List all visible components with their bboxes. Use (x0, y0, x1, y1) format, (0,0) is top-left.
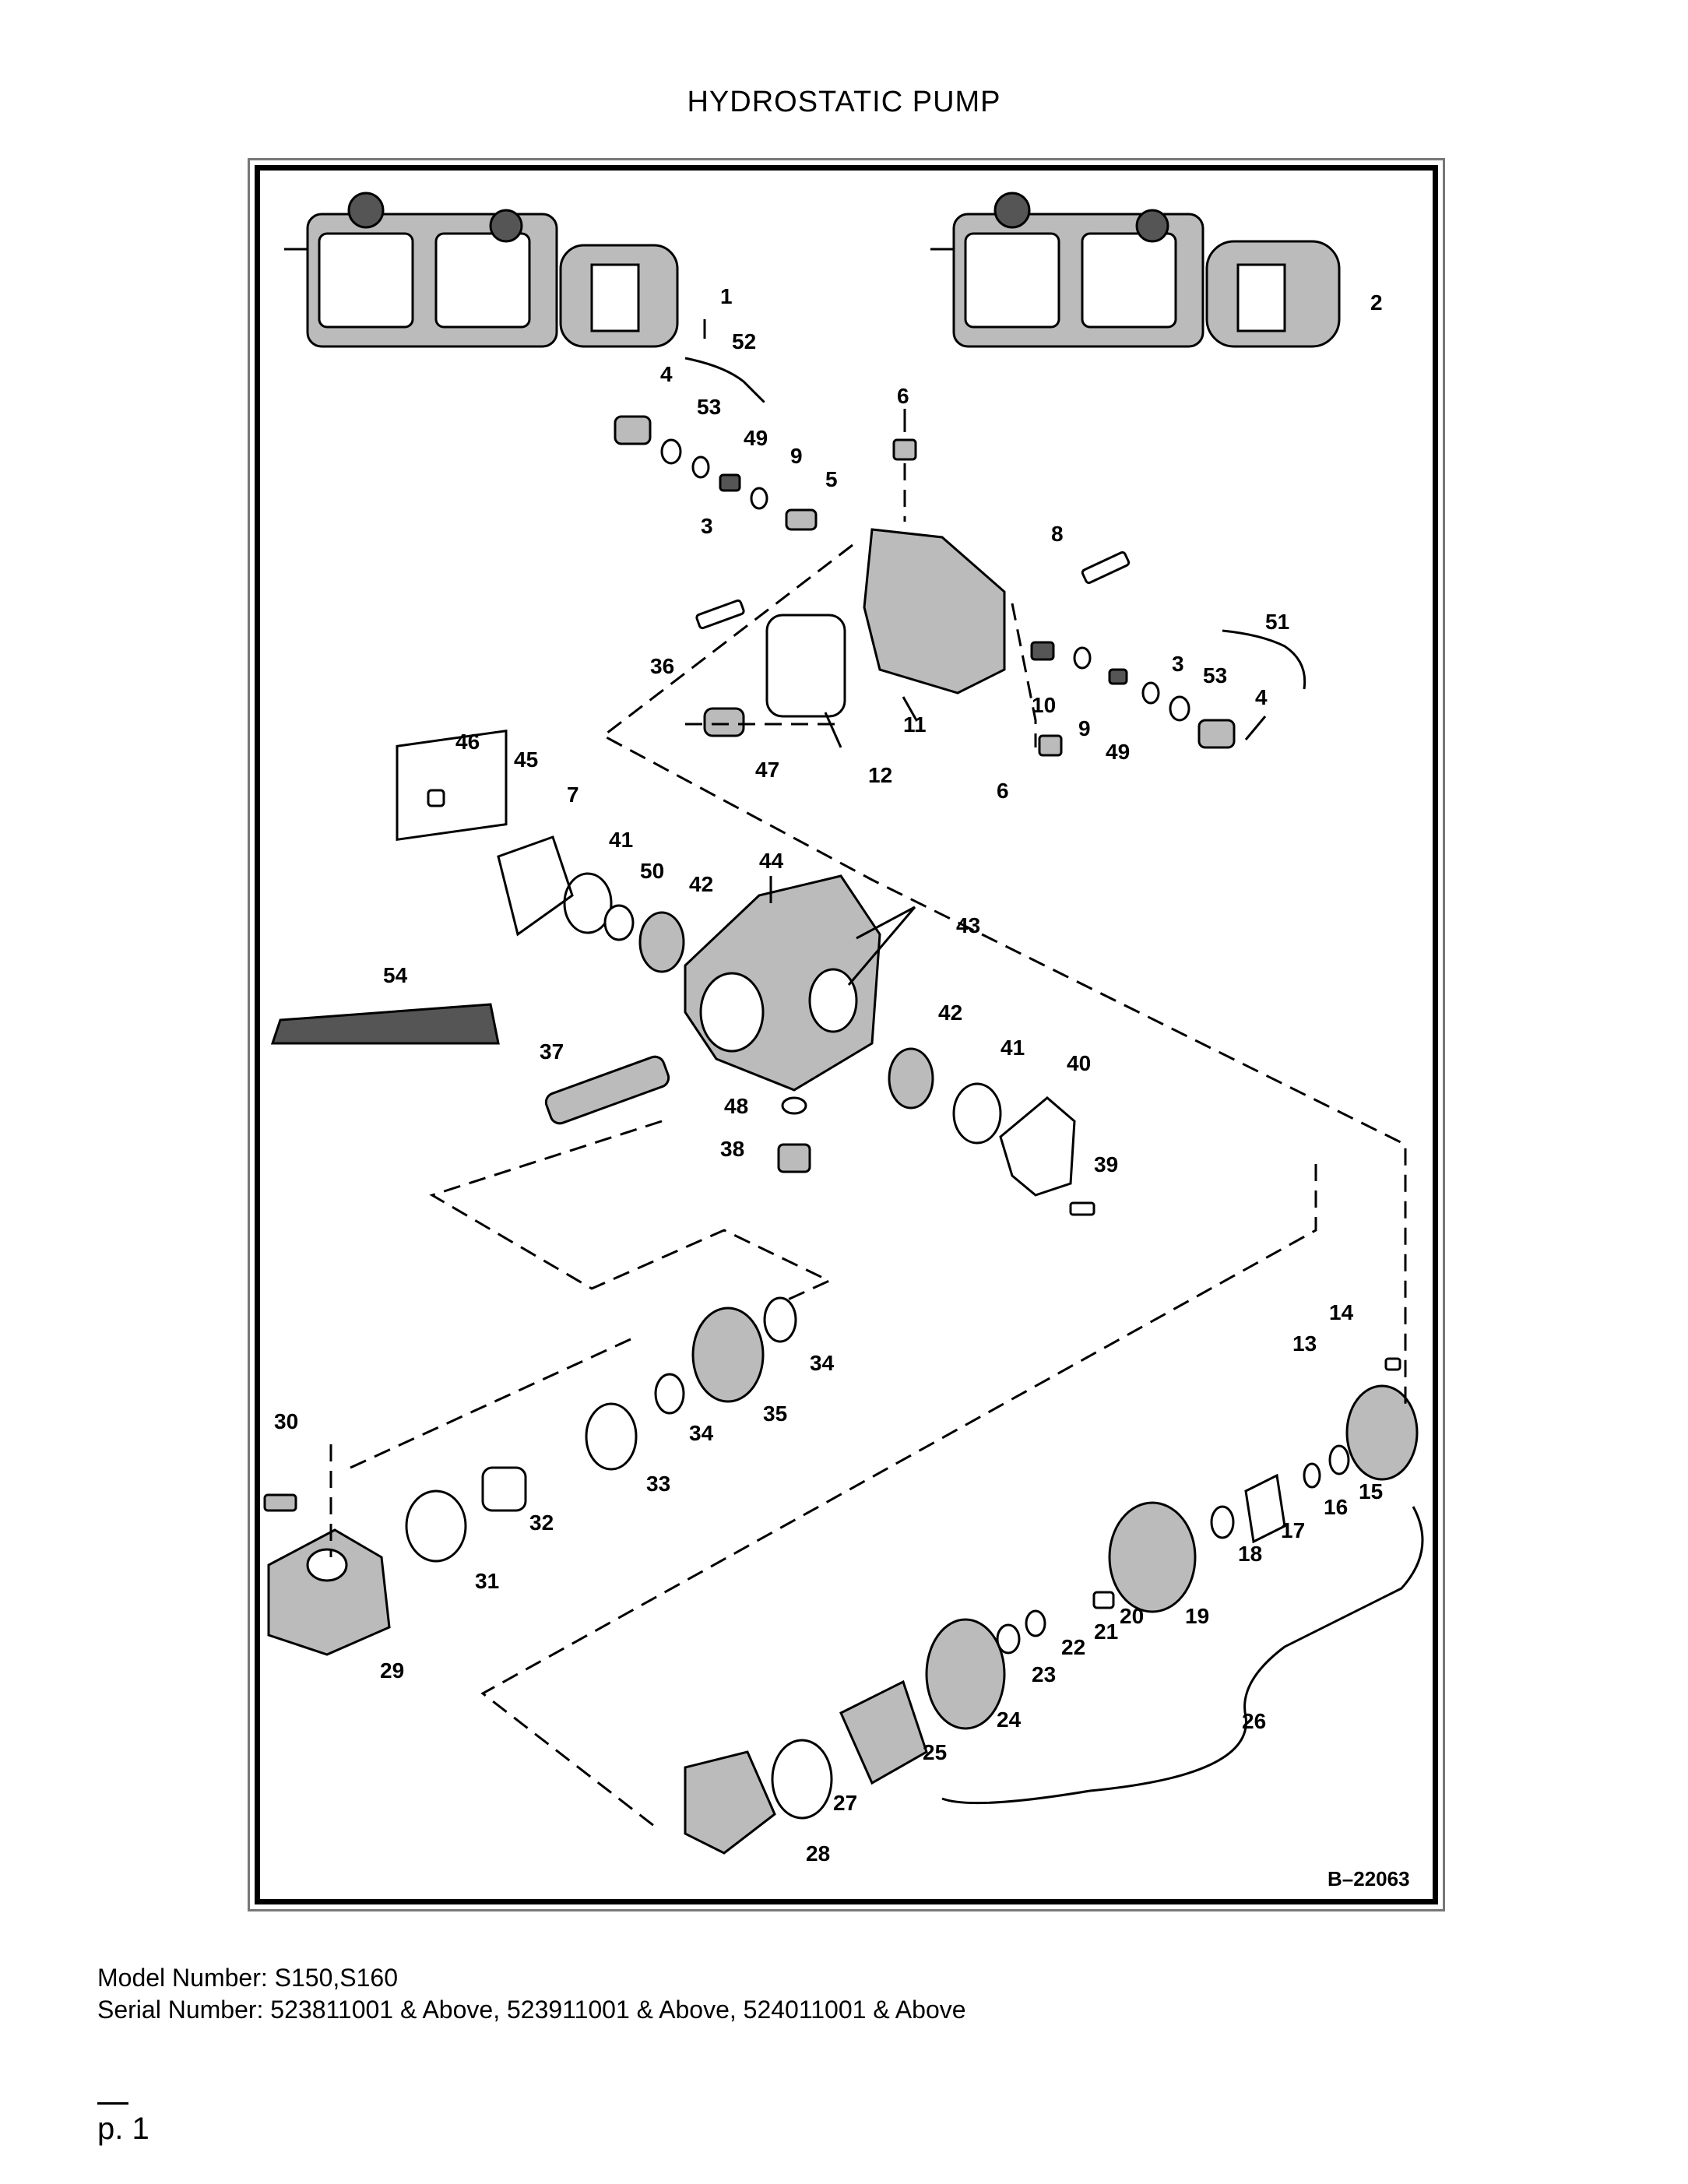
diagram-frame (248, 158, 1445, 1911)
page-number: p. 1 (97, 2112, 149, 2146)
callout-54: 54 (383, 963, 408, 987)
callout-35: 35 (763, 1401, 787, 1426)
callout-29: 29 (380, 1658, 404, 1683)
callout-20: 20 (1120, 1604, 1144, 1628)
callout-27: 27 (833, 1791, 857, 1815)
callout-28: 28 (806, 1841, 830, 1866)
callout-24: 24 (997, 1707, 1022, 1732)
callout-43: 43 (956, 913, 980, 937)
callout-42b: 42 (938, 1001, 962, 1025)
callout-3: 3 (701, 514, 713, 538)
assembly-dash-lines (329, 543, 1407, 1827)
callout-41: 41 (609, 828, 633, 852)
callout-45: 45 (514, 747, 538, 772)
callout-8: 8 (1051, 522, 1064, 546)
callout-34b: 34 (689, 1421, 714, 1445)
bracket-51 (1222, 629, 1306, 690)
model-number-value: S150,S160 (274, 1964, 398, 1992)
diagram-frame-inner (255, 165, 1438, 1904)
callout-18: 18 (1238, 1542, 1262, 1566)
callout-31: 31 (475, 1569, 499, 1593)
page-number-rule (97, 2102, 128, 2105)
callout-22: 22 (1061, 1635, 1085, 1659)
callout-17: 17 (1281, 1518, 1305, 1542)
callout-49: 49 (744, 426, 768, 450)
callout-26: 26 (1242, 1709, 1266, 1733)
callout-25: 25 (923, 1740, 947, 1764)
callout-19: 19 (1185, 1604, 1209, 1628)
callout-14: 14 (1329, 1300, 1354, 1324)
leader-lines (703, 319, 1267, 986)
lower-left-parts (263, 1296, 797, 1656)
callout-labels: 1 2 52 4 53 49 9 5 3 6 8 51 36 10 3 53 4… (274, 284, 1383, 1866)
callout-47: 47 (755, 758, 779, 782)
callout-52: 52 (732, 329, 756, 353)
callout-9b: 9 (1078, 716, 1091, 740)
callout-3b: 3 (1172, 652, 1184, 676)
pump-assembly-2-drawing (930, 192, 1341, 348)
callout-44: 44 (759, 849, 784, 873)
callout-1: 1 (720, 284, 733, 308)
callout-21: 21 (1094, 1620, 1118, 1644)
callout-9: 9 (790, 444, 803, 468)
callout-5: 5 (825, 467, 838, 491)
pump-assembly-1-drawing (284, 192, 679, 348)
model-number-label: Model Number: (97, 1964, 268, 1992)
model-number-line: Model Number: S150,S160 (97, 1964, 398, 1992)
callout-16: 16 (1324, 1495, 1348, 1519)
callout-41b: 41 (1000, 1036, 1025, 1060)
callout-40: 40 (1067, 1051, 1091, 1075)
callout-38: 38 (720, 1137, 744, 1161)
callout-6: 6 (897, 384, 909, 408)
callout-12: 12 (868, 763, 892, 787)
callout-11: 11 (903, 712, 927, 737)
callout-39: 39 (1094, 1152, 1118, 1176)
callout-13: 13 (1292, 1331, 1317, 1356)
serial-number-label: Serial Number: (97, 1996, 264, 2024)
callout-50: 50 (640, 859, 664, 883)
callout-48: 48 (724, 1094, 748, 1118)
bracket-52 (684, 357, 765, 403)
callout-2: 2 (1370, 290, 1383, 315)
callout-42: 42 (689, 872, 713, 896)
callout-4b: 4 (1255, 685, 1268, 709)
callout-33: 33 (646, 1472, 670, 1496)
callout-49b: 49 (1106, 740, 1130, 764)
serial-number-value: 523811001 & Above, 523911001 & Above, 52… (270, 1996, 966, 2024)
drawing-number: B–22063 (1328, 1867, 1410, 1890)
callout-46: 46 (455, 730, 480, 754)
callout-53: 53 (697, 395, 721, 419)
callout-51: 51 (1265, 610, 1289, 634)
callout-37: 37 (540, 1039, 564, 1064)
callout-10: 10 (1032, 693, 1056, 717)
housing-parts (270, 729, 1095, 1216)
upper-valve-parts (614, 415, 1236, 757)
callout-7: 7 (567, 783, 579, 807)
callout-30: 30 (274, 1409, 298, 1433)
page-title: HYDROSTATIC PUMP (687, 86, 1001, 118)
callout-53b: 53 (1203, 663, 1227, 688)
callout-36: 36 (650, 654, 674, 678)
callout-34: 34 (810, 1351, 835, 1375)
serial-number-line: Serial Number: 523811001 & Above, 523911… (97, 1996, 966, 2024)
callout-23: 23 (1032, 1662, 1056, 1686)
callout-32: 32 (529, 1511, 554, 1535)
callout-15: 15 (1359, 1479, 1383, 1503)
callout-4: 4 (660, 362, 673, 386)
lower-right-parts (684, 1357, 1424, 1855)
callout-6b: 6 (997, 779, 1009, 803)
